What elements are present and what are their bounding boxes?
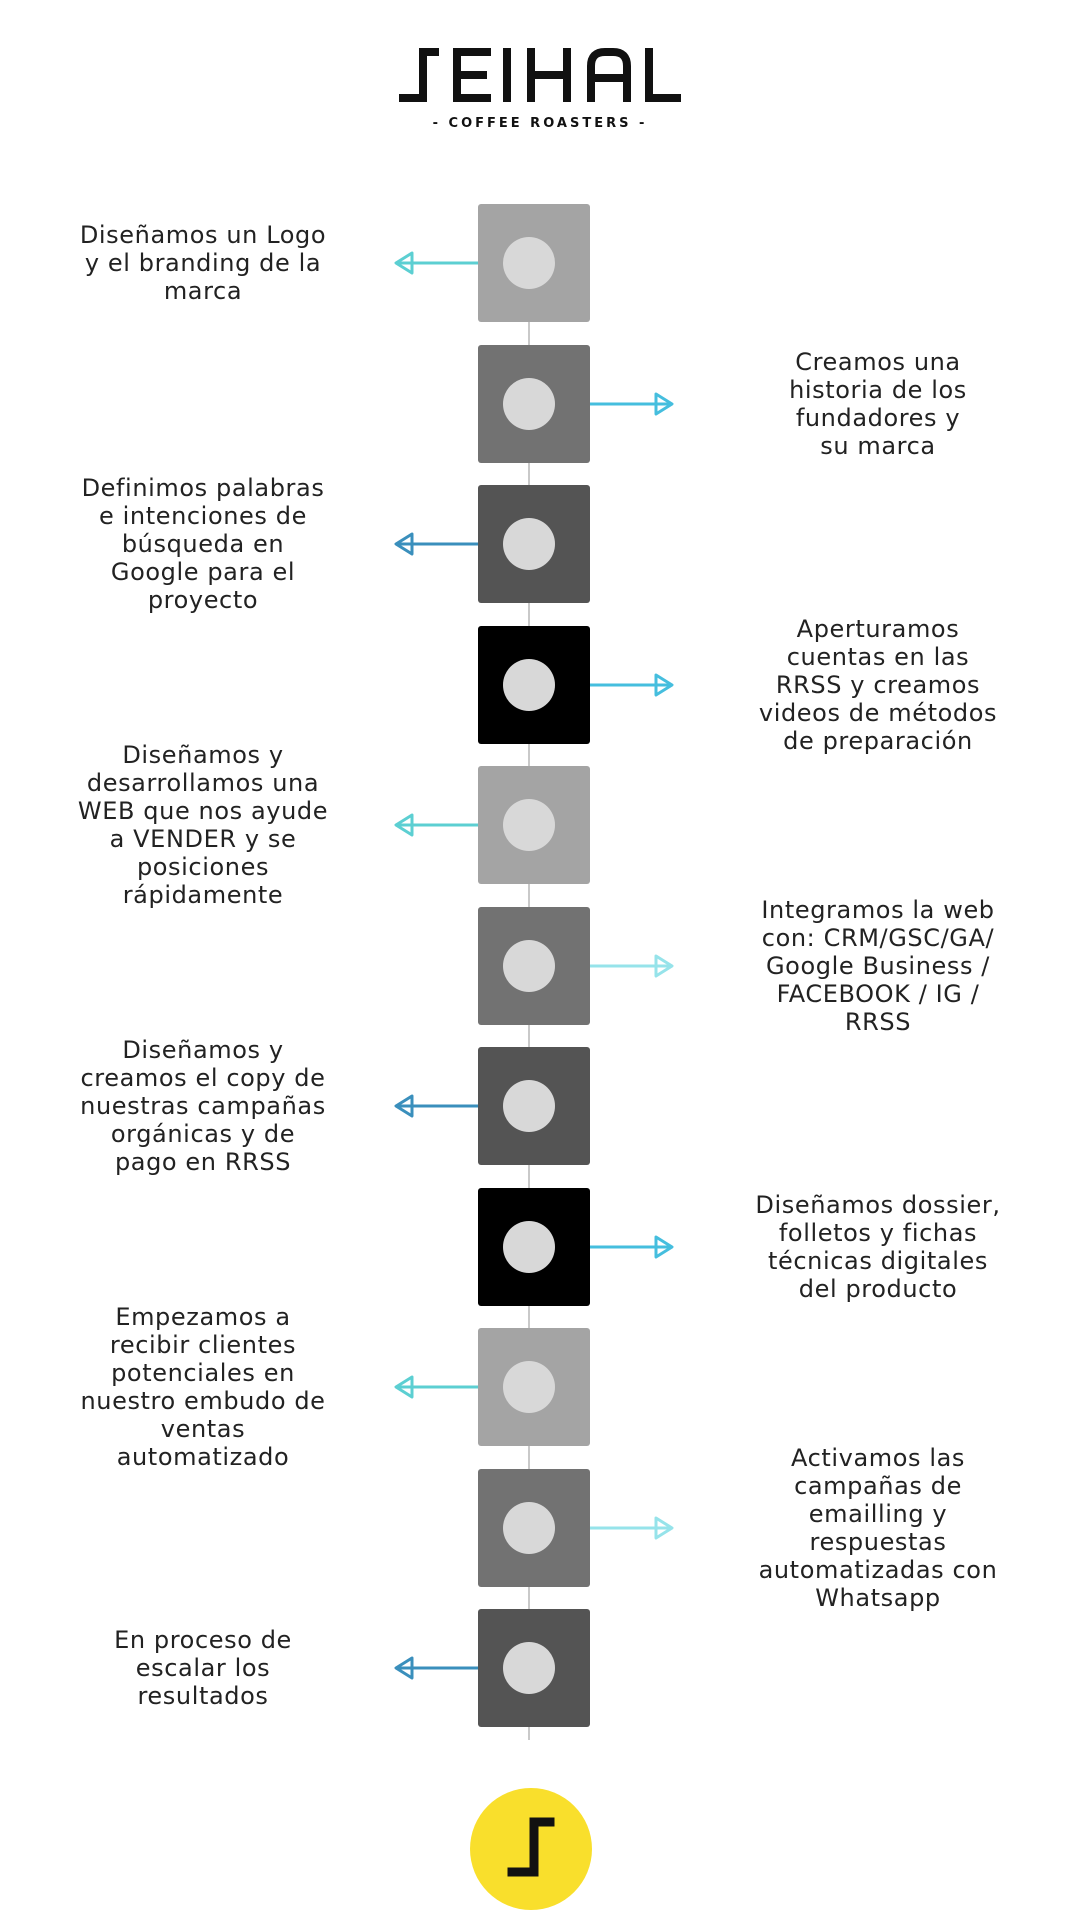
arrow-left-icon [394, 813, 478, 837]
arrow-left-icon [394, 532, 478, 556]
arrow-right-icon [590, 954, 674, 978]
timeline-node-6 [478, 907, 590, 1025]
arrow-left-icon [394, 1375, 478, 1399]
end-badge-logo [470, 1788, 592, 1910]
arrow-right-icon [590, 392, 674, 416]
brand-tagline: - COFFEE ROASTERS - [432, 116, 648, 131]
node-circle-icon [503, 799, 555, 851]
timeline-node-7 [478, 1047, 590, 1165]
node-circle-icon [503, 378, 555, 430]
timeline-node-10 [478, 1469, 590, 1587]
step-label-6: Integramos la web con: CRM/GSC/GA/ Googl… [761, 896, 995, 1036]
node-circle-icon [503, 1221, 555, 1273]
brand-logo: - COFFEE ROASTERS - [0, 44, 1080, 131]
timeline-node-8 [478, 1188, 590, 1306]
timeline-node-5 [478, 766, 590, 884]
step-label-3: Definimos palabras e intenciones de búsq… [81, 474, 325, 614]
arrow-left-icon [394, 251, 478, 275]
step-label-4: Aperturamos cuentas en las RRSS y creamo… [758, 615, 998, 755]
timeline-node-3 [478, 485, 590, 603]
arrow-right-icon [590, 1516, 674, 1540]
node-circle-icon [503, 1080, 555, 1132]
timeline-node-9 [478, 1328, 590, 1446]
seixal-wordmark-logo [399, 48, 681, 102]
step-label-9: Empezamos a recibir clientes potenciales… [80, 1303, 326, 1471]
step-label-8: Diseñamos dossier, folletos y fichas téc… [755, 1191, 1001, 1303]
node-circle-icon [503, 1361, 555, 1413]
step-label-2: Creamos una historia de los fundadores y… [789, 348, 967, 460]
timeline-node-1 [478, 204, 590, 322]
arrow-left-icon [394, 1656, 478, 1680]
step-label-5: Diseñamos y desarrollamos una WEB que no… [77, 741, 329, 909]
step-label-10: Activamos las campañas de emailling y re… [758, 1444, 998, 1612]
timeline-node-4 [478, 626, 590, 744]
node-circle-icon [503, 1642, 555, 1694]
node-circle-icon [503, 237, 555, 289]
node-circle-icon [503, 659, 555, 711]
step-label-7: Diseñamos y creamos el copy de nuestras … [80, 1036, 326, 1176]
arrow-right-icon [590, 1235, 674, 1259]
node-circle-icon [503, 1502, 555, 1554]
node-circle-icon [503, 940, 555, 992]
timeline-node-2 [478, 345, 590, 463]
node-circle-icon [503, 518, 555, 570]
step-label-1: Diseñamos un Logo y el branding de la ma… [79, 221, 327, 305]
arrow-right-icon [590, 673, 674, 697]
step-label-11: En proceso de escalar los resultados [114, 1626, 292, 1710]
timeline-node-11 [478, 1609, 590, 1727]
arrow-left-icon [394, 1094, 478, 1118]
s-mark-icon [507, 1817, 555, 1877]
